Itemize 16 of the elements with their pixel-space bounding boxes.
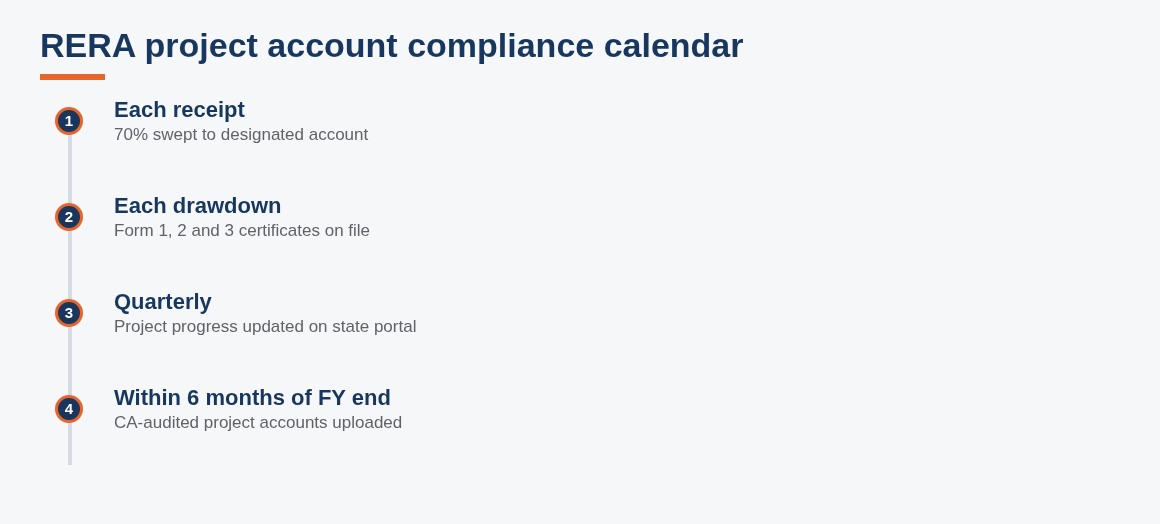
step-heading: Each drawdown — [114, 193, 282, 219]
timeline-connector — [68, 135, 72, 203]
step-number-marker: 1 — [55, 107, 83, 135]
timeline-connector — [68, 231, 72, 299]
step-number-marker: 4 — [55, 395, 83, 423]
step-number-marker: 2 — [55, 203, 83, 231]
step-number-marker: 3 — [55, 299, 83, 327]
step-description: Form 1, 2 and 3 certificates on file — [114, 220, 371, 241]
step-heading: Within 6 months of FY end — [114, 385, 391, 411]
diagram-title: RERA project account compliance calendar — [40, 25, 744, 65]
step-description: CA-audited project accounts uploaded — [114, 412, 403, 433]
timeline-connector — [68, 327, 72, 395]
step-heading: Quarterly — [114, 289, 212, 315]
step-description: 70% swept to designated account — [114, 124, 369, 145]
step-heading: Each receipt — [114, 97, 245, 123]
step-description: Project progress updated on state portal — [114, 316, 417, 337]
